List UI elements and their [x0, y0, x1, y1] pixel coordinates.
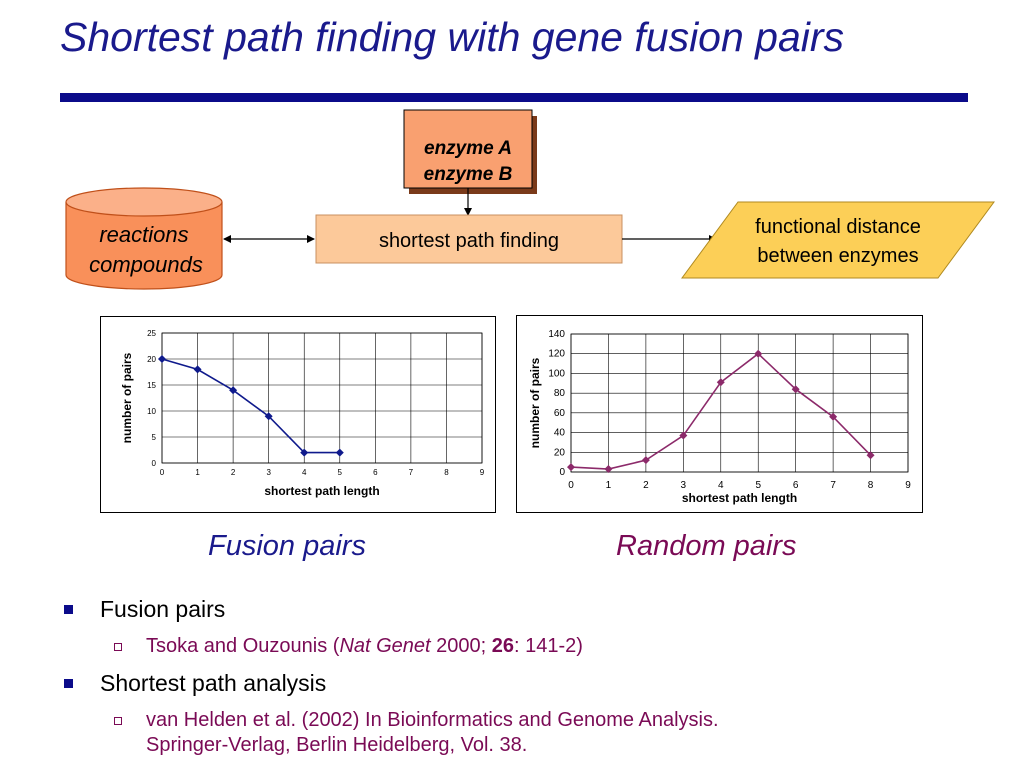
fusion-chart-frame: 0 1 2 3 4 5 6 7 8 9 0 5 10 15 20 25 shortest path length…: [100, 316, 496, 513]
series-line: [161, 358, 340, 454]
x-tick-label: 1: [195, 468, 200, 477]
data-point-marker: [229, 386, 238, 395]
plot-area: [570, 333, 909, 473]
x-tick-label: 4: [718, 480, 724, 491]
data-point-marker: [829, 412, 838, 421]
db-reactions-label: reactions: [99, 222, 188, 247]
y-tick-label: 120: [548, 349, 565, 360]
database-cylinder: [65, 187, 223, 290]
data-point-marker: [866, 451, 875, 460]
citation-line-2: Springer-Verlag, Berlin Heidelberg, Vol.…: [146, 734, 528, 756]
data-point-marker: [641, 456, 650, 465]
y-tick-label: 5: [152, 433, 157, 442]
y-tick-label: 20: [554, 447, 566, 458]
data-point-marker: [567, 463, 575, 472]
x-tick-label: 5: [755, 480, 761, 491]
title-rule: [60, 93, 968, 102]
x-tick-label: 9: [905, 480, 911, 491]
citation-year: 2000;: [430, 635, 492, 657]
fusion-pairs-caption: Fusion pairs: [208, 530, 366, 562]
flow-diagram: enzyme A enzyme B reactions compounds sh…: [65, 109, 995, 290]
bullet-shortest-path: Shortest path analysis: [64, 668, 964, 708]
enzyme-a-label: enzyme A: [424, 138, 512, 159]
hollow-square-icon: [114, 643, 122, 651]
x-tick-label: 2: [231, 468, 236, 477]
bullet-fusion-pairs: Fusion pairs: [64, 594, 964, 634]
data-point-marker: [716, 378, 725, 387]
bullet-square-icon: [64, 679, 73, 688]
bullet-text: Shortest path analysis: [100, 670, 327, 696]
y-axis-title: number of pairs: [120, 352, 134, 443]
y-tick-label: 15: [147, 381, 156, 390]
y-tick-label: 20: [147, 355, 156, 364]
data-point-marker: [158, 355, 166, 363]
data-point-marker: [679, 431, 688, 440]
fusion-pairs-chart: 0 1 2 3 4 5 6 7 8 9 0 5 10 15 20 25 shortest path length…: [120, 329, 485, 498]
slide-title: Shortest path finding with gene fusion p…: [60, 14, 845, 60]
x-tick-label: 0: [568, 480, 574, 491]
citation-journal: Nat Genet: [339, 635, 431, 657]
x-tick-label: 4: [302, 468, 307, 477]
data-point-marker: [604, 465, 613, 474]
x-tick-label: 1: [606, 480, 612, 491]
citation-line-1: van Helden et al. (2002) In Bioinformati…: [146, 709, 719, 731]
citation-van-helden: van Helden et al. (2002) In Bioinformati…: [64, 708, 964, 758]
random-chart-frame: 0 1 2 3 4 5 6 7 8 9 0 20 40 60 80 100 120 140 shortest pat…: [516, 315, 923, 513]
random-pairs-caption: Random pairs: [616, 530, 797, 562]
output-line1-label: functional distance: [755, 216, 921, 238]
citation-tsoka: Tsoka and Ouzounis (Nat Genet 2000; 26: …: [64, 634, 964, 659]
citation-volume: 26: [491, 635, 515, 657]
y-tick-label: 25: [147, 329, 156, 338]
x-tick-label: 8: [444, 468, 449, 477]
enzyme-b-label: enzyme B: [424, 164, 513, 185]
random-pairs-chart: 0 1 2 3 4 5 6 7 8 9 0 20 40 60 80 100 120 140 shortest pat…: [528, 329, 911, 505]
y-tick-label: 10: [147, 407, 156, 416]
y-axis-title: number of pairs: [528, 357, 542, 448]
bullet-list: Fusion pairs Tsoka and Ouzounis (Nat Gen…: [64, 594, 964, 767]
x-tick-label: 6: [793, 480, 799, 491]
x-tick-label: 5: [338, 468, 343, 477]
db-compounds-label: compounds: [89, 252, 203, 277]
data-point-marker: [754, 349, 763, 358]
bullet-text: Fusion pairs: [100, 596, 226, 622]
process-label: shortest path finding: [379, 230, 559, 252]
citation-pages: : 141-2): [514, 635, 583, 657]
y-tick-label: 40: [554, 428, 566, 439]
x-axis-title: shortest path length: [264, 484, 379, 498]
y-tick-label: 100: [548, 368, 565, 379]
bullet-square-icon: [64, 605, 73, 614]
data-point-marker: [193, 365, 202, 374]
citation-authors: Tsoka and Ouzounis (: [146, 635, 340, 657]
x-tick-label: 7: [409, 468, 414, 477]
x-tick-label: 0: [160, 468, 165, 477]
x-tick-label: 8: [868, 480, 874, 491]
x-tick-label: 3: [266, 468, 271, 477]
data-point-marker: [335, 448, 344, 457]
y-tick-label: 80: [554, 388, 566, 399]
output-parallelogram: [681, 201, 995, 279]
x-tick-label: 7: [830, 480, 836, 491]
output-line2-label: between enzymes: [757, 245, 918, 267]
hollow-square-icon: [114, 717, 122, 725]
x-tick-label: 6: [373, 468, 378, 477]
enzyme-box: [403, 109, 533, 189]
x-tick-label: 9: [480, 468, 485, 477]
x-axis-title: shortest path length: [682, 491, 797, 505]
y-tick-label: 140: [548, 329, 565, 340]
data-point-marker: [300, 448, 309, 457]
plot-area: [161, 332, 483, 464]
x-tick-label: 3: [681, 480, 687, 491]
y-tick-label: 60: [554, 408, 566, 419]
data-point-marker: [264, 412, 273, 421]
data-point-marker: [791, 385, 800, 394]
y-tick-label: 0: [559, 467, 565, 478]
y-tick-label: 0: [152, 459, 157, 468]
x-tick-label: 2: [643, 480, 649, 491]
